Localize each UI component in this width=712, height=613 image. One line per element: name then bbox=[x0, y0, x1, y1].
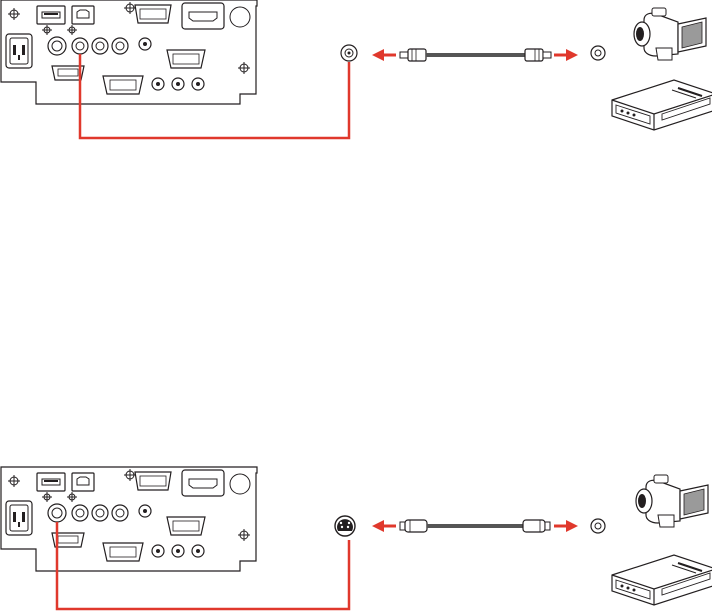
arrow-right-icon bbox=[554, 49, 578, 61]
s-video-connection-svg bbox=[0, 460, 712, 613]
composite-video-connection-diagram bbox=[0, 0, 712, 150]
vcr-icon bbox=[612, 80, 712, 130]
projector-rear-panel bbox=[1, 467, 257, 571]
projector-rear-panel bbox=[1, 0, 257, 104]
composite-video-connection-svg bbox=[0, 0, 712, 150]
s-video-port bbox=[335, 516, 355, 536]
device-video-port bbox=[591, 46, 605, 60]
video-port-composite bbox=[341, 45, 357, 61]
arrow-left-icon bbox=[372, 520, 396, 532]
camcorder-icon bbox=[634, 8, 706, 60]
arrow-right-icon bbox=[554, 520, 578, 532]
vcr-icon bbox=[612, 555, 712, 605]
s-video-cable bbox=[400, 520, 550, 532]
composite-video-cable bbox=[400, 49, 551, 61]
arrow-left-icon bbox=[372, 49, 396, 61]
s-video-connection-diagram bbox=[0, 460, 712, 610]
device-video-port bbox=[591, 519, 605, 533]
camcorder-icon bbox=[636, 475, 708, 527]
